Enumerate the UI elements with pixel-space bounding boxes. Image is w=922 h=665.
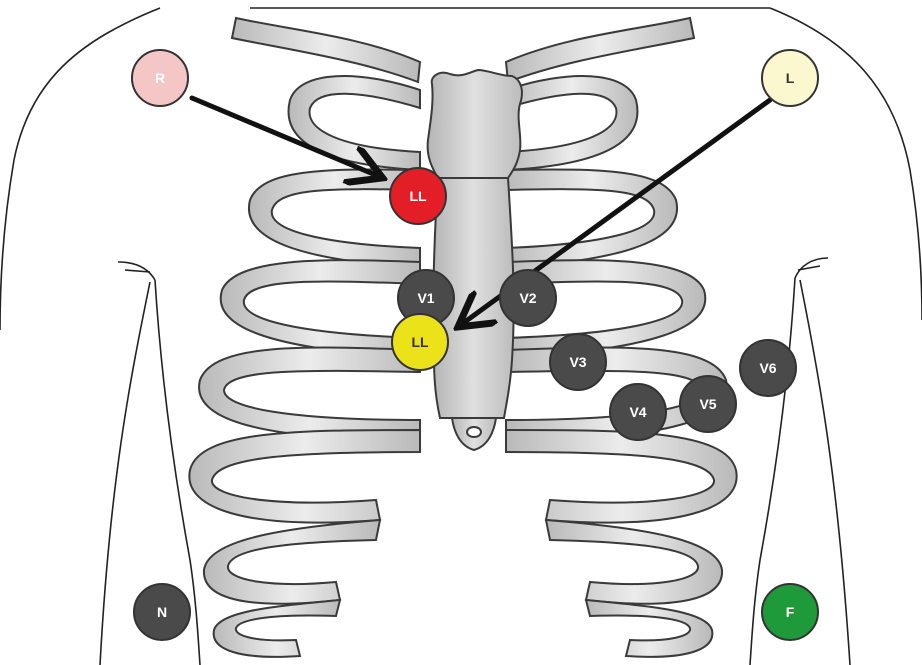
- electrode-v2: V2: [500, 270, 556, 326]
- electrode-v6: V6: [740, 340, 796, 396]
- electrode-n: N: [134, 584, 190, 640]
- electrode-v3-label: V3: [569, 354, 586, 370]
- electrode-l: L: [762, 50, 818, 106]
- left-clavicle: [232, 18, 420, 82]
- electrode-r-label: R: [155, 70, 165, 86]
- right-clavicle: [506, 18, 694, 82]
- electrode-v6-label: V6: [759, 360, 776, 376]
- electrode-l-label: L: [786, 70, 795, 86]
- electrode-v4-label: V4: [629, 404, 646, 420]
- electrode-r: R: [132, 50, 188, 106]
- electrode-ll-lower: LL: [392, 314, 448, 370]
- electrode-v2-label: V2: [519, 290, 536, 306]
- manubrium: [428, 70, 522, 178]
- electrode-v3: V3: [550, 334, 606, 390]
- electrode-v1-label: V1: [417, 290, 434, 306]
- arrow-r-to-ll: [192, 98, 378, 176]
- electrode-v4: V4: [610, 384, 666, 440]
- electrode-ll-upper-label: LL: [409, 188, 427, 204]
- electrode-f-label: F: [786, 604, 795, 620]
- sternum: [428, 70, 522, 450]
- electrode-f: F: [762, 584, 818, 640]
- electrode-n-label: N: [157, 604, 167, 620]
- electrode-ll-lower-label: LL: [411, 334, 429, 350]
- electrode-v5-label: V5: [699, 396, 716, 412]
- electrode-v5: V5: [680, 376, 736, 432]
- electrode-ll-upper: LL: [390, 168, 446, 224]
